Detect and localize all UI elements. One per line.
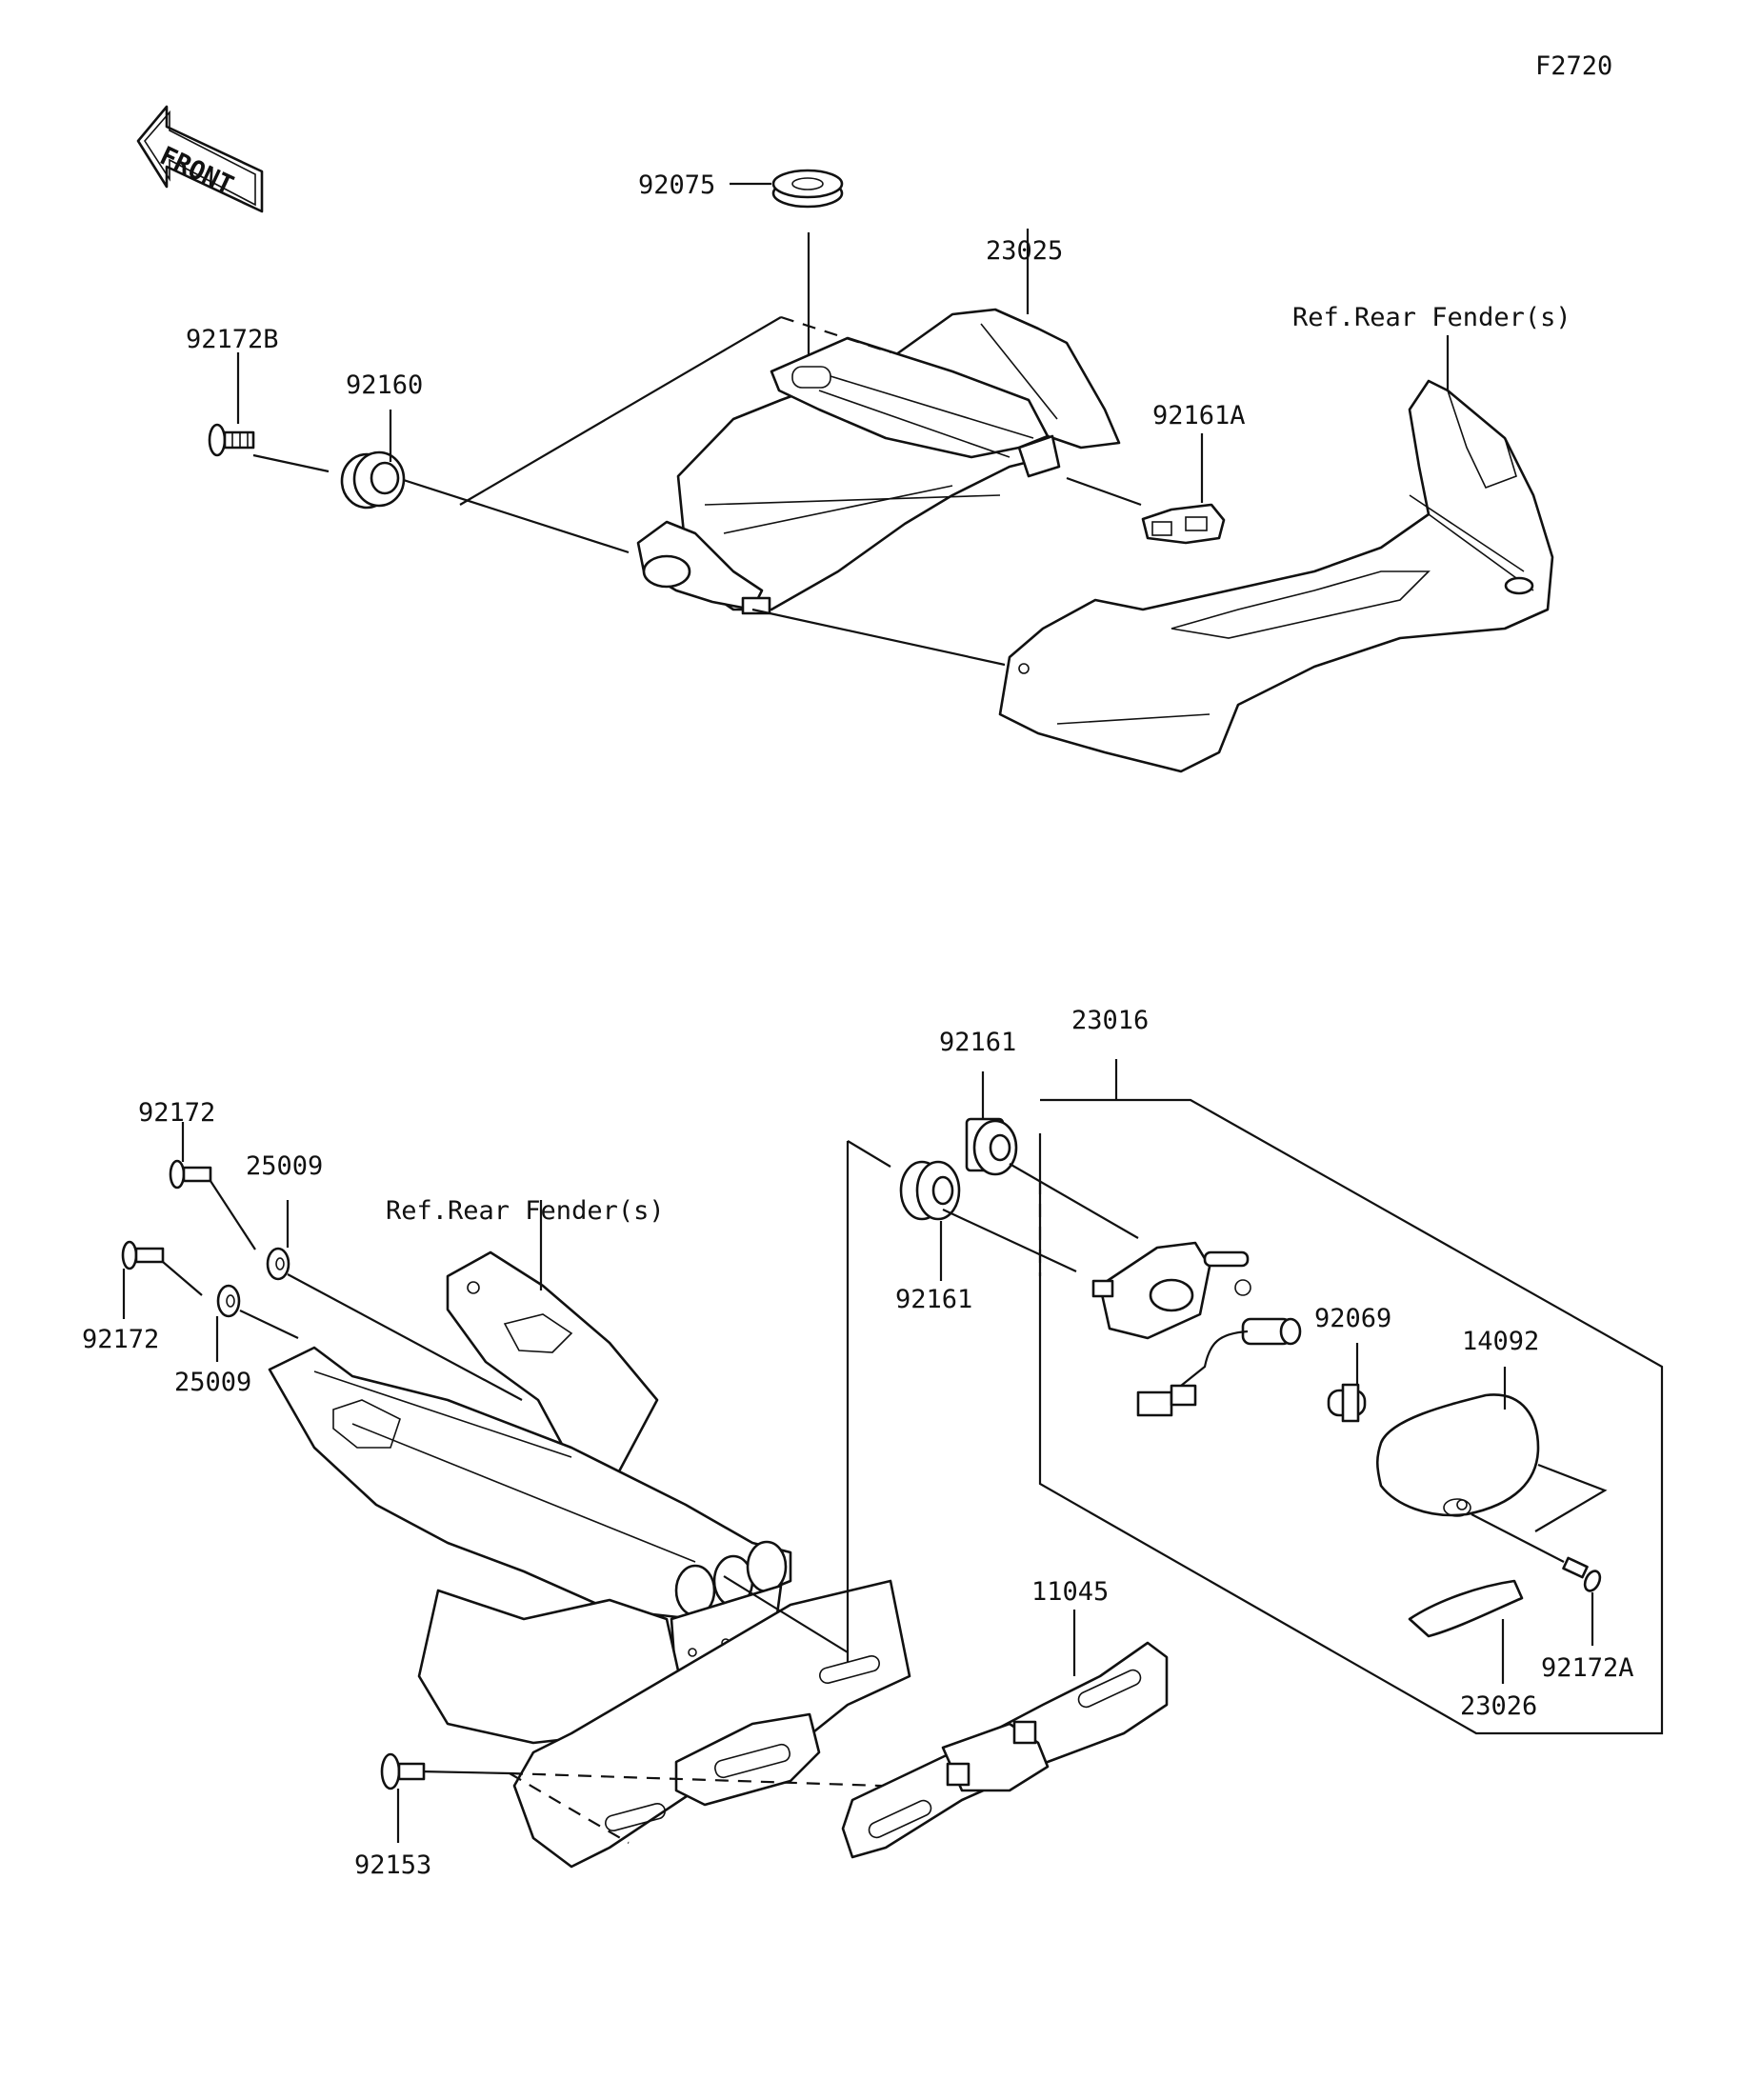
label-ref-rear-fender-bottom: Ref.Rear Fender(s)	[386, 1196, 665, 1226]
signal-base	[1091, 1241, 1251, 1340]
bulb-92069	[1327, 1383, 1367, 1423]
label-ref-rear-fender-top: Ref.Rear Fender(s)	[1292, 303, 1571, 332]
label-23025: 23025	[986, 236, 1063, 266]
label-92161-upper: 92161	[939, 1028, 1016, 1057]
label-14092: 14092	[1462, 1327, 1539, 1356]
rear-fender-top	[998, 379, 1554, 773]
screw-92153	[380, 1752, 426, 1790]
label-92172A: 92172A	[1541, 1653, 1634, 1683]
washer-25009-upper	[266, 1247, 290, 1281]
connector-92161A	[1141, 503, 1226, 545]
screw-92172-lower	[121, 1240, 165, 1270]
label-92075: 92075	[638, 170, 715, 200]
bracket-23025	[636, 308, 1121, 615]
label-92172-upper: 92172	[138, 1098, 215, 1128]
screw-92172B	[208, 423, 255, 457]
label-92160: 92160	[346, 370, 423, 400]
bracket-11045	[841, 1641, 1169, 1859]
label-92172B: 92172B	[186, 325, 279, 354]
front-arrow-icon: FRONT	[136, 105, 264, 213]
screw-92172-upper	[169, 1159, 212, 1190]
label-23026: 23026	[1460, 1691, 1537, 1721]
rear-fender-bracket	[268, 1250, 911, 1869]
label-92153: 92153	[354, 1850, 431, 1880]
label-23016: 23016	[1071, 1006, 1149, 1035]
label-11045: 11045	[1031, 1577, 1109, 1607]
top-assembly: 92075 23025	[186, 169, 1571, 773]
screw-92172A	[1562, 1556, 1602, 1592]
figure-code: F2720	[1535, 51, 1612, 81]
label-92161-lower: 92161	[895, 1285, 972, 1314]
label-25009-upper: 25009	[246, 1151, 323, 1181]
label-25009-lower: 25009	[174, 1368, 251, 1397]
label-92161A: 92161A	[1152, 401, 1246, 430]
grommet-92075	[771, 169, 844, 209]
label-92172-lower: 92172	[82, 1325, 159, 1354]
bottom-assembly: 92172 92172 25009 25009	[82, 1006, 1664, 1880]
grommet-92161-upper	[965, 1117, 1018, 1176]
socket-wire	[1136, 1317, 1302, 1417]
grommet-92160	[340, 450, 406, 510]
washer-25009-lower	[216, 1284, 241, 1318]
grommet-92161-lower	[899, 1160, 961, 1221]
label-92069: 92069	[1314, 1304, 1391, 1333]
reflector-23026	[1408, 1579, 1524, 1638]
lens-14092	[1375, 1393, 1540, 1517]
